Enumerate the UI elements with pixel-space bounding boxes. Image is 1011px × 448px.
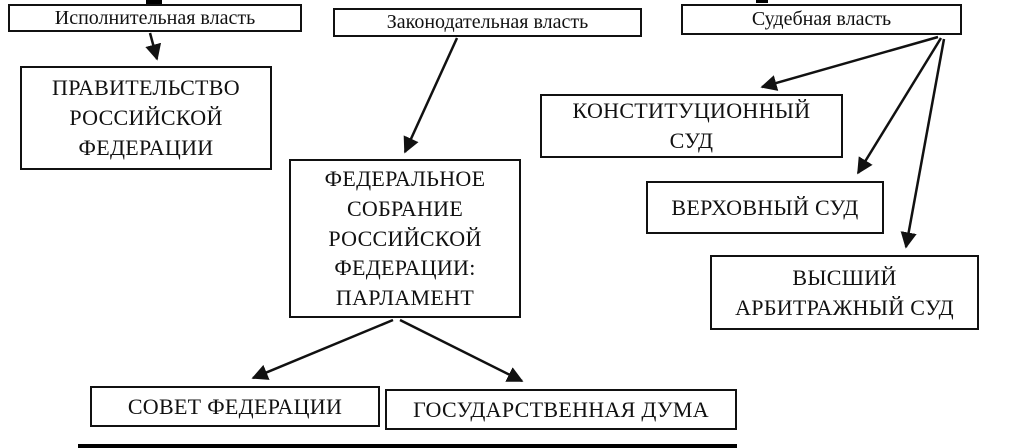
arrow-judicial-to-supreme-court <box>856 37 943 175</box>
crop-artifact-bottom <box>78 444 737 448</box>
box-supreme-court: ВЕРХОВНЫЙ СУД <box>646 181 884 234</box>
header-executive-power: Исполнительная власть <box>8 4 302 32</box>
box-federal-assembly-parliament: ФЕДЕРАЛЬНОЕ СОБРАНИЕ РОССИЙСКОЙ ФЕДЕРАЦИ… <box>289 159 521 318</box>
arrow-judicial-to-arbitration-court <box>900 38 946 249</box>
box-government-of-russian-federation: ПРАВИТЕЛЬСТВО РОССИЙСКОЙ ФЕДЕРАЦИИ <box>20 66 272 170</box>
arrow-judicial-to-constitutional-court <box>760 35 939 91</box>
arrow-executive-to-government <box>145 32 162 61</box>
arrow-legislative-to-assembly <box>403 37 459 154</box>
box-constitutional-court: КОНСТИТУЦИОННЫЙ СУД <box>540 94 843 158</box>
header-legislative-power: Законодательная власть <box>333 8 642 37</box>
box-state-duma: ГОСУДАРСТВЕННАЯ ДУМА <box>385 389 737 430</box>
arrow-assembly-to-federation-council <box>251 318 394 380</box>
arrow-assembly-to-state-duma <box>399 318 524 383</box>
crop-artifact-top-left <box>146 0 162 4</box>
header-judicial-power: Судебная власть <box>681 4 962 35</box>
box-federation-council: СОВЕТ ФЕДЕРАЦИИ <box>90 386 380 427</box>
box-higher-arbitration-court: ВЫСШИЙ АРБИТРАЖНЫЙ СУД <box>710 255 979 330</box>
crop-artifact-top-right <box>756 0 768 3</box>
